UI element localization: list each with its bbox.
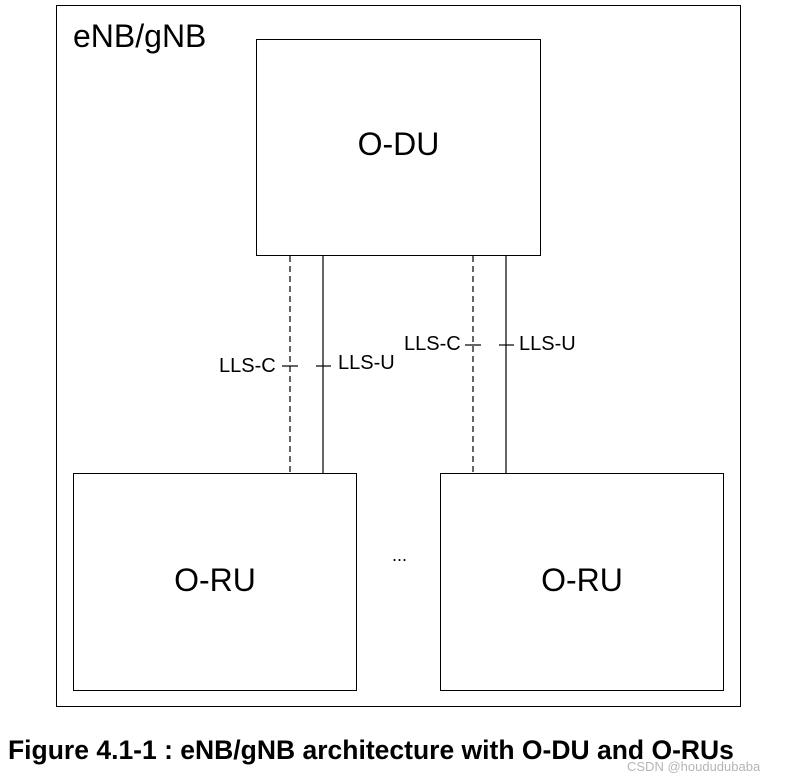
oru-box-left: O-RU bbox=[73, 473, 357, 691]
lls-c-label-right: LLS-C bbox=[403, 333, 462, 355]
watermark: CSDN @hoududubaba bbox=[627, 759, 761, 774]
lls-u-label-left: LLS-U bbox=[337, 352, 396, 374]
lls-u-label-right: LLS-U bbox=[518, 333, 577, 355]
oru-box-right: O-RU bbox=[440, 473, 724, 691]
lls-c-label-left: LLS-C bbox=[218, 355, 277, 377]
odu-label: O-DU bbox=[357, 126, 440, 162]
ellipsis: ... bbox=[392, 545, 408, 565]
oru-right-label: O-RU bbox=[541, 562, 623, 598]
figure-caption: Figure 4.1-1 : eNB/gNB architecture with… bbox=[8, 735, 734, 765]
container-label: eNB/gNB bbox=[73, 18, 207, 54]
oru-left-label: O-RU bbox=[174, 562, 256, 598]
odu-box: O-DU bbox=[256, 39, 541, 256]
